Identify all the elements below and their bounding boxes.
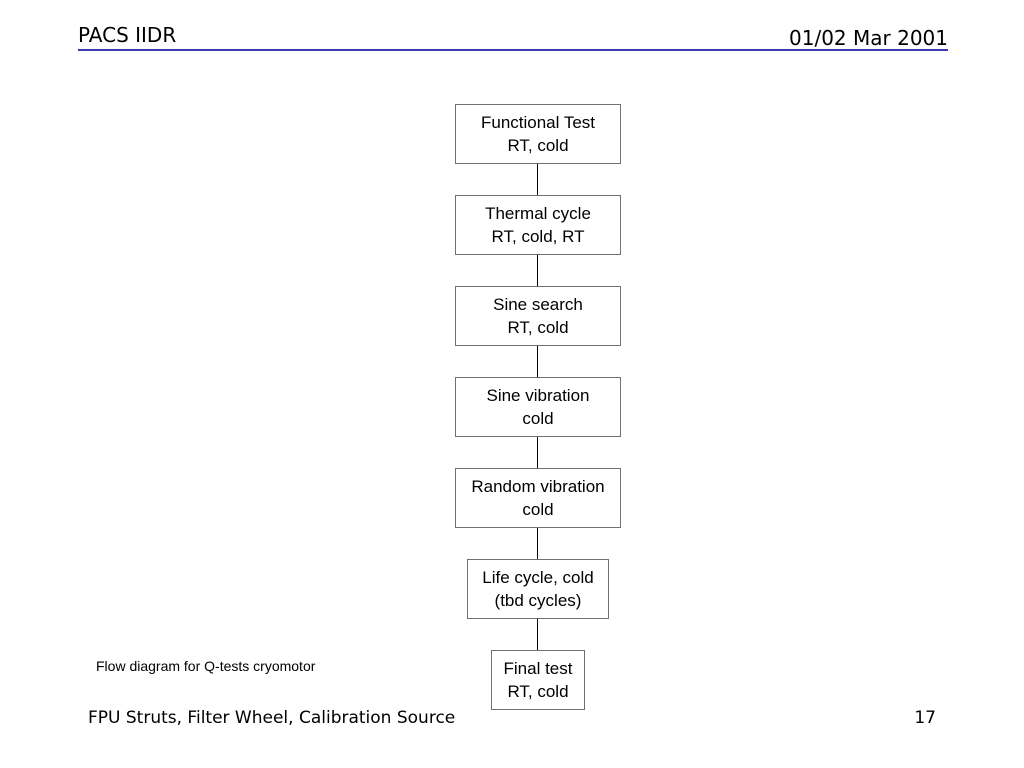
flow-step-life-cycle: Life cycle, cold (tbd cycles) — [467, 559, 609, 619]
flow-step-sine-search: Sine search RT, cold — [455, 286, 621, 346]
flow-step-line1: Random vibration — [471, 477, 605, 496]
flow-step-line1: Life cycle, cold — [482, 568, 594, 587]
flow-step-line1: Thermal cycle — [485, 204, 591, 223]
flow-connector — [537, 255, 538, 286]
flow-step-thermal-cycle: Thermal cycle RT, cold, RT — [455, 195, 621, 255]
page-number: 17 — [914, 708, 936, 728]
flow-connector — [537, 619, 538, 650]
slide-date: 01/02 Mar 2001 — [789, 26, 948, 50]
flow-step-line2: cold — [522, 409, 554, 428]
flow-step-line2: cold — [522, 500, 554, 519]
flow-step-line2: RT, cold — [507, 318, 569, 337]
flow-step-final-test: Final test RT, cold — [491, 650, 585, 710]
flow-step-line2: RT, cold, RT — [491, 227, 585, 246]
flow-step-line2: RT, cold — [507, 682, 569, 701]
slide-title: PACS IIDR — [78, 23, 177, 47]
flow-step-sine-vibration: Sine vibration cold — [455, 377, 621, 437]
flow-connector — [537, 437, 538, 468]
flow-connector — [537, 164, 538, 195]
header-divider — [78, 49, 948, 51]
flow-step-functional-test: Functional Test RT, cold — [455, 104, 621, 164]
flow-step-random-vibration: Random vibration cold — [455, 468, 621, 528]
flow-step-line1: Final test — [503, 659, 573, 678]
footer-subject: FPU Struts, Filter Wheel, Calibration So… — [88, 708, 456, 728]
diagram-caption: Flow diagram for Q-tests cryomotor — [96, 658, 316, 674]
flow-step-line2: (tbd cycles) — [494, 591, 582, 610]
flow-connector — [537, 346, 538, 377]
flow-step-line1: Sine vibration — [486, 386, 590, 405]
flow-step-line1: Sine search — [493, 295, 583, 314]
flow-connector — [537, 528, 538, 559]
flow-step-line2: RT, cold — [507, 136, 569, 155]
flow-step-line1: Functional Test — [480, 113, 596, 132]
